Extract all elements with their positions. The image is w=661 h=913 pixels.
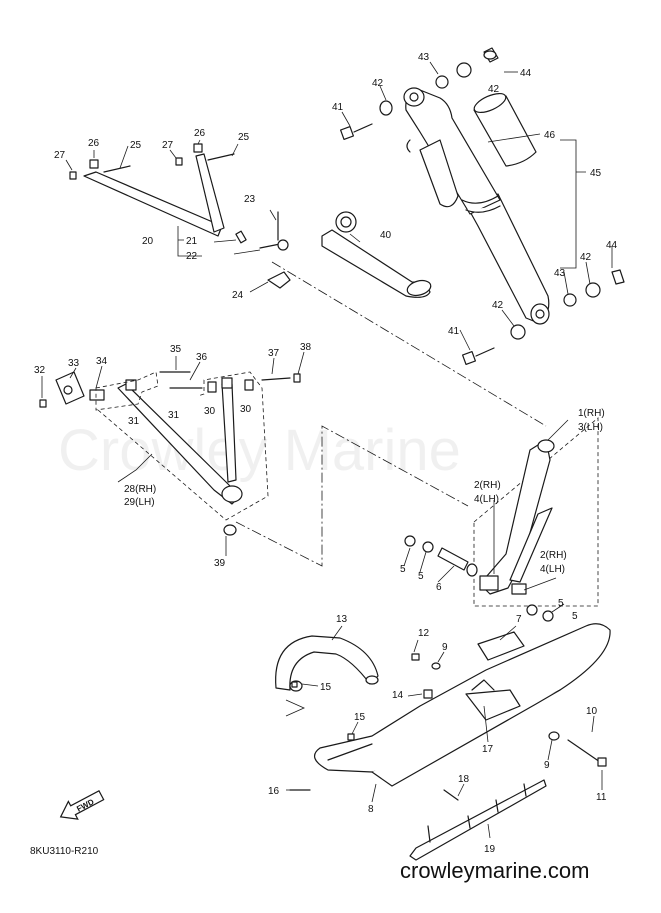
- website-watermark: crowleymarine.com: [400, 858, 590, 883]
- callout-27: 27: [54, 150, 66, 161]
- fasteners: [289, 653, 607, 801]
- ski-wear-pad: [477, 631, 525, 661]
- assembly-line-b: [235, 425, 469, 567]
- callout-29: 29(LH): [124, 497, 155, 508]
- shock-absorber: [403, 87, 550, 325]
- callout-42: 42: [580, 252, 592, 263]
- callout-43: 43: [418, 52, 430, 63]
- callout-28: 28(RH): [124, 484, 156, 495]
- arm-group-outline: [97, 371, 269, 521]
- callout-31: 31: [128, 416, 140, 427]
- upper-bushings: [379, 47, 499, 116]
- callout-2: 2(RH): [474, 480, 501, 491]
- callout-34: 34: [96, 356, 108, 367]
- leader-lines: [41, 61, 613, 839]
- callout-5: 5: [400, 564, 406, 575]
- callout-16: 16: [268, 786, 280, 797]
- pressure-gauge-tool: [321, 211, 432, 298]
- assembly-line-a: [271, 261, 547, 427]
- fwd-arrow-icon: FWD: [59, 790, 105, 820]
- callout-36: 36: [196, 352, 208, 363]
- callout-25: 25: [238, 132, 250, 143]
- callout-22: 22: [186, 251, 198, 262]
- lower-shock-bolt: [461, 347, 495, 366]
- callout-2: 2(RH): [540, 550, 567, 561]
- steering-arm-assembly: [69, 143, 291, 289]
- shock-sleeve: [473, 95, 537, 167]
- callout-1: 1(RH): [578, 408, 605, 419]
- callout-41: 41: [332, 102, 344, 113]
- spindle-bushings: [404, 535, 554, 622]
- callout-41: 41: [448, 326, 460, 337]
- spindle-group-outline: [473, 417, 599, 607]
- callout-14: 14: [392, 690, 404, 701]
- callout-31: 31: [168, 410, 180, 421]
- ski-runner: [409, 779, 547, 861]
- callout-18: 18: [458, 774, 470, 785]
- callout-5: 5: [558, 598, 564, 609]
- callout-26: 26: [88, 138, 100, 149]
- callout-7: 7: [516, 614, 522, 625]
- callout-20: 20: [142, 236, 154, 247]
- watermark: Crowley Marine: [58, 418, 461, 483]
- callout-15: 15: [320, 682, 332, 693]
- callout-37: 37: [268, 348, 280, 359]
- callout-45: 45: [590, 168, 602, 179]
- callout-4: 4(LH): [540, 564, 565, 575]
- ski: [313, 623, 611, 787]
- callout-24: 24: [232, 290, 244, 301]
- callout-40: 40: [380, 230, 392, 241]
- callout-33: 33: [68, 358, 80, 369]
- lower-bushings: [510, 269, 625, 340]
- handle-bracket-outline: [285, 699, 305, 717]
- callout-12: 12: [418, 628, 430, 639]
- callout-5: 5: [572, 611, 578, 622]
- callout-32: 32: [34, 365, 46, 376]
- callout-10: 10: [586, 706, 598, 717]
- upper-shock-bolt: [339, 123, 373, 141]
- callout-42: 42: [488, 84, 500, 95]
- callout-21: 21: [186, 236, 198, 247]
- callout-43: 43: [554, 268, 566, 279]
- callout-13: 13: [336, 614, 348, 625]
- lower-a-arm: [117, 377, 243, 536]
- callout-3: 3(LH): [578, 422, 603, 433]
- callout-44: 44: [606, 240, 618, 251]
- callout-42: 42: [492, 300, 504, 311]
- callout-23: 23: [244, 194, 256, 205]
- callout-44: 44: [520, 68, 532, 79]
- callout-11: 11: [596, 792, 607, 803]
- callout-30: 30: [204, 406, 216, 417]
- callout-35: 35: [170, 344, 182, 355]
- callout-9: 9: [442, 642, 448, 653]
- callout-30: 30: [240, 404, 252, 415]
- callout-46: 46: [544, 130, 556, 141]
- callout-6: 6: [436, 582, 442, 593]
- callout-17: 17: [482, 744, 494, 755]
- callout-15: 15: [354, 712, 366, 723]
- drawing-code: 8KU3110-R210: [30, 846, 99, 857]
- callout-39: 39: [214, 558, 226, 569]
- arm-group-outline-left: [95, 371, 159, 411]
- callout-8: 8: [368, 804, 374, 815]
- callout-25: 25: [130, 140, 142, 151]
- callout-labels: 43 44 42 42 41 46 45 44 42 43 42 41 40 2…: [34, 52, 618, 855]
- callout-4: 4(LH): [474, 494, 499, 505]
- callout-38: 38: [300, 342, 312, 353]
- callout-9: 9: [544, 760, 550, 771]
- ski-handle: [275, 635, 379, 692]
- ski-spindle: [479, 439, 555, 595]
- callout-5: 5: [418, 571, 424, 582]
- callout-27: 27: [162, 140, 174, 151]
- a-arm-bracket: [39, 371, 301, 408]
- callout-26: 26: [194, 128, 206, 139]
- callout-19: 19: [484, 844, 496, 855]
- callout-42: 42: [372, 78, 384, 89]
